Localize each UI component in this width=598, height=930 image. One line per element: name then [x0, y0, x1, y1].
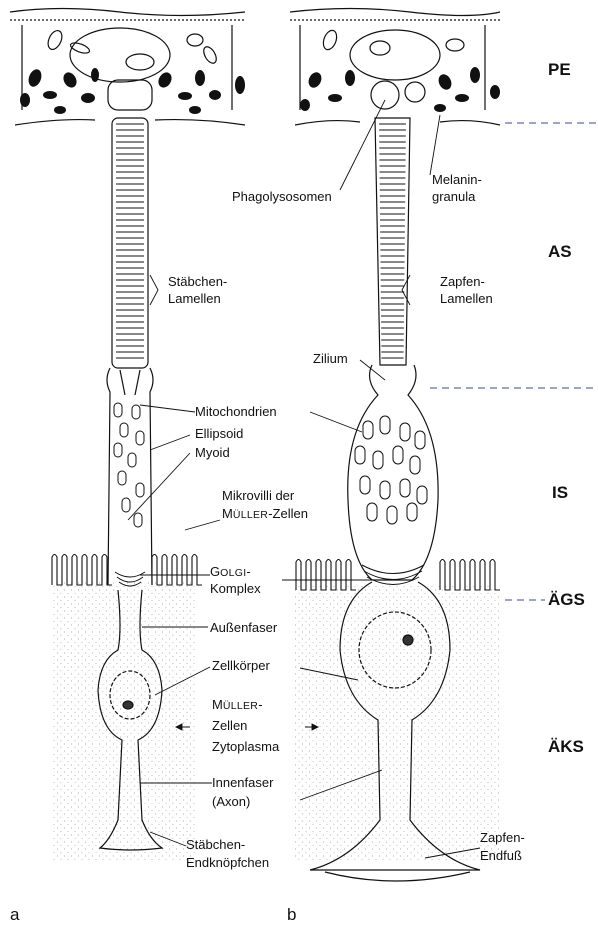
cone-mitochondrion: [355, 446, 365, 464]
label-staebchen-lamellen-1: Stäbchen-: [168, 274, 227, 290]
cone-mitochondrion: [380, 481, 390, 499]
rod-mitochondrion: [136, 431, 144, 445]
rod-mitochondrion: [114, 403, 122, 417]
label-mueller-2: Zellen: [212, 718, 247, 734]
cone-mitochondrion: [367, 503, 377, 521]
layer-label-is: IS: [552, 483, 568, 503]
label-innenfaser-2: (Axon): [212, 794, 250, 810]
label-ellipsoid: Ellipsoid: [195, 426, 243, 442]
cone-mitochondrion: [400, 479, 410, 497]
layer-label-pe: PE: [548, 60, 571, 80]
label-mikrovilli-2: MÜLLER-Zellen: [222, 506, 308, 523]
label-mikrovilli-1: Mikrovilli der: [222, 488, 294, 504]
rod-mitochondria: [114, 403, 144, 527]
label-zapfen-end-2: Endfuß: [480, 848, 522, 864]
cone-mitochondrion: [380, 416, 390, 434]
label-melanin-1: Melanin-: [432, 172, 482, 188]
rod-inner-segment: [107, 368, 153, 585]
label-zapfen-lamellen-1: Zapfen-: [440, 274, 485, 290]
label-mueller-1: MÜLLER-: [212, 697, 263, 714]
label-phagolysosomen: Phagolysosomen: [232, 189, 332, 205]
label-zapfen-end-1: Zapfen-: [480, 830, 525, 846]
panel-label-b: b: [287, 905, 296, 925]
cone-mitochondrion: [373, 451, 383, 469]
label-zapfen-lamellen-2: Lamellen: [440, 291, 493, 307]
layer-label-as: AS: [548, 242, 572, 262]
label-myoid: Myoid: [195, 445, 230, 461]
cone-mitochondrion: [393, 446, 403, 464]
rod-outer-segment: [112, 118, 148, 368]
label-staebchen-end-1: Stäbchen-: [186, 837, 245, 853]
rod-lamellae: [116, 124, 144, 358]
cone-mitochondrion: [400, 423, 410, 441]
cone-lamellae: [379, 124, 406, 358]
rod-mitochondrion: [120, 423, 128, 437]
layer-label-aeks: ÄKS: [548, 737, 584, 757]
cone-golgi-complex: [362, 565, 424, 585]
rod-mitochondrion: [132, 405, 140, 419]
label-staebchen-lamellen-2: Lamellen: [168, 291, 221, 307]
cone-mitochondria: [355, 416, 427, 524]
cone-mitochondrion: [360, 476, 370, 494]
melanin-granules-rod: [20, 67, 245, 114]
label-mitochondrien: Mitochondrien: [195, 404, 277, 420]
label-staebchen-end-2: Endknöpfchen: [186, 855, 269, 871]
cone-inner-segment: [348, 365, 438, 580]
label-golgi-2: Komplex: [210, 581, 261, 597]
label-zellkoerper: Zellkörper: [212, 658, 270, 674]
cone-mitochondrion: [387, 506, 397, 524]
rod-mitochondrion: [118, 471, 126, 485]
cone-mitochondrion: [407, 503, 417, 521]
rod-mitochondrion: [114, 443, 122, 457]
cone-mitochondrion: [417, 486, 427, 504]
pigment-epithelium-rod: [10, 9, 245, 126]
rod-mitochondrion: [122, 498, 130, 512]
label-innenfaser-1: Innenfaser: [212, 775, 273, 791]
label-golgi-1: GOLGI-: [210, 564, 251, 581]
layer-label-aegs: ÄGS: [548, 590, 585, 610]
cone-mitochondrion: [410, 456, 420, 474]
rod-mitochondrion: [134, 513, 142, 527]
rod-mitochondrion: [128, 453, 136, 467]
panel-label-a: a: [10, 905, 19, 925]
label-zilium: Zilium: [313, 351, 348, 367]
label-aussenfaser: Außenfaser: [210, 620, 277, 636]
cone-mitochondrion: [363, 421, 373, 439]
melanin-granules-cone: [300, 67, 500, 112]
label-mueller-3: Zytoplasma: [212, 739, 279, 755]
cone-mitochondrion: [415, 431, 425, 449]
rod-mitochondrion: [136, 483, 144, 497]
label-melanin-2: granula: [432, 189, 475, 205]
pigment-epithelium-cone: [290, 9, 500, 126]
